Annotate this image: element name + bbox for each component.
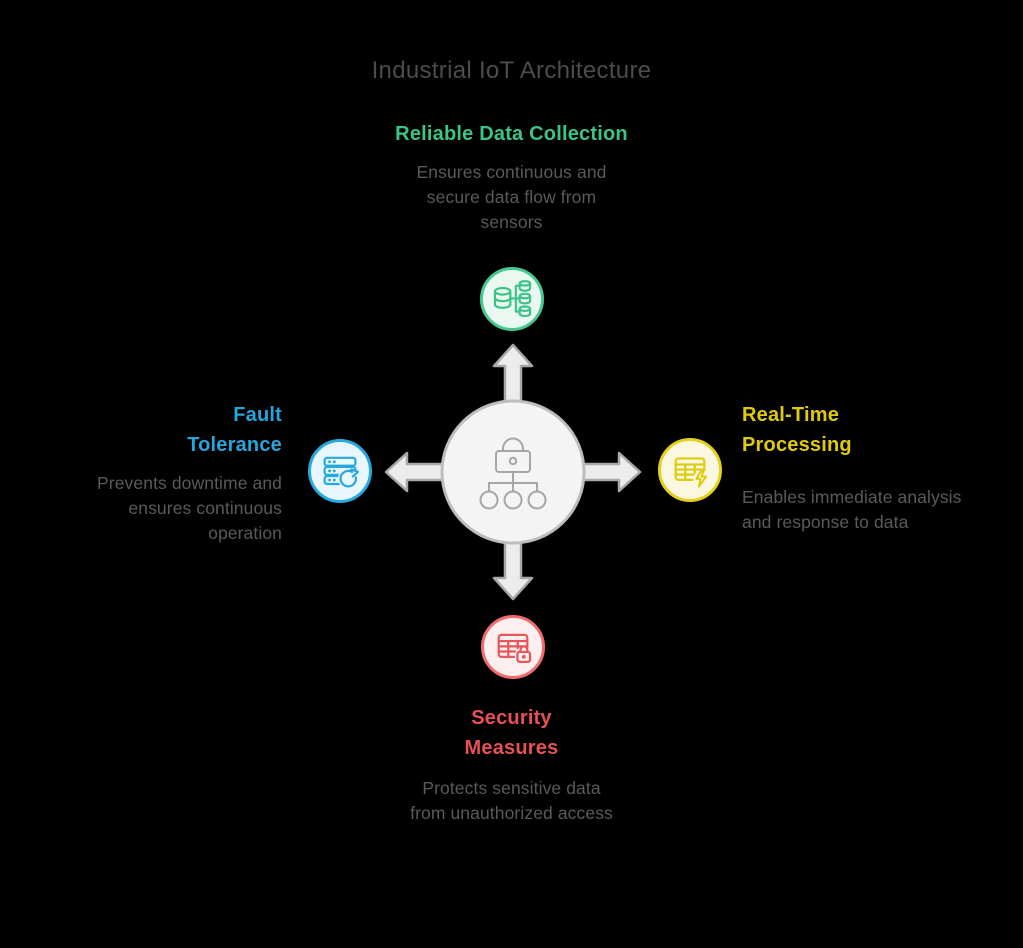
database-distribution-icon [493,280,532,318]
node-bottom-heading-line: Security [471,707,552,729]
node-bottom-description: Protects sensitive data from unauthorize… [0,776,1023,826]
hub-graphic [384,343,642,601]
desc-line: Enables immediate analysis [742,487,962,507]
desc-line: Prevents downtime and [97,473,282,493]
desc-line: Ensures continuous and [416,162,607,182]
table-lock-icon [497,633,533,665]
node-left-heading-line: Fault [233,404,282,426]
node-right-heading-line: Processing [742,434,852,456]
desc-line: from unauthorized access [410,803,613,823]
node-left-heading: Fault Tolerance [22,400,282,460]
node-top-heading: Reliable Data Collection [0,119,1023,149]
desc-line: ensures continuous [128,498,282,518]
node-right-heading-line: Real-Time [742,404,840,426]
page-title: Industrial IoT Architecture [371,57,652,84]
server-refresh-icon [323,456,360,489]
node-left-heading-line: Tolerance [187,434,282,456]
node-bottom-heading: Security Measures [0,703,1023,763]
node-left-icon-badge [308,439,372,503]
node-right-description: Enables immediate analysis and response … [742,485,1022,535]
node-bottom-heading-line: Measures [464,737,559,759]
node-top-heading-line: Reliable Data Collection [395,123,628,145]
lock-network-icon [479,437,547,510]
desc-line: and response to data [742,512,909,532]
desc-line: sensors [480,212,543,232]
node-top-icon-badge [480,267,544,331]
node-left-description: Prevents downtime and ensures continuous… [22,471,282,546]
table-lightning-icon [674,457,710,488]
node-bottom-icon-badge [481,615,545,679]
node-top-description: Ensures continuous and secure data flow … [0,160,1023,235]
desc-line: operation [208,523,282,543]
desc-line: Protects sensitive data [422,778,601,798]
node-right-heading: Real-Time Processing [742,400,1022,460]
desc-line: secure data flow from [426,187,597,207]
node-right-icon-badge [658,438,722,502]
